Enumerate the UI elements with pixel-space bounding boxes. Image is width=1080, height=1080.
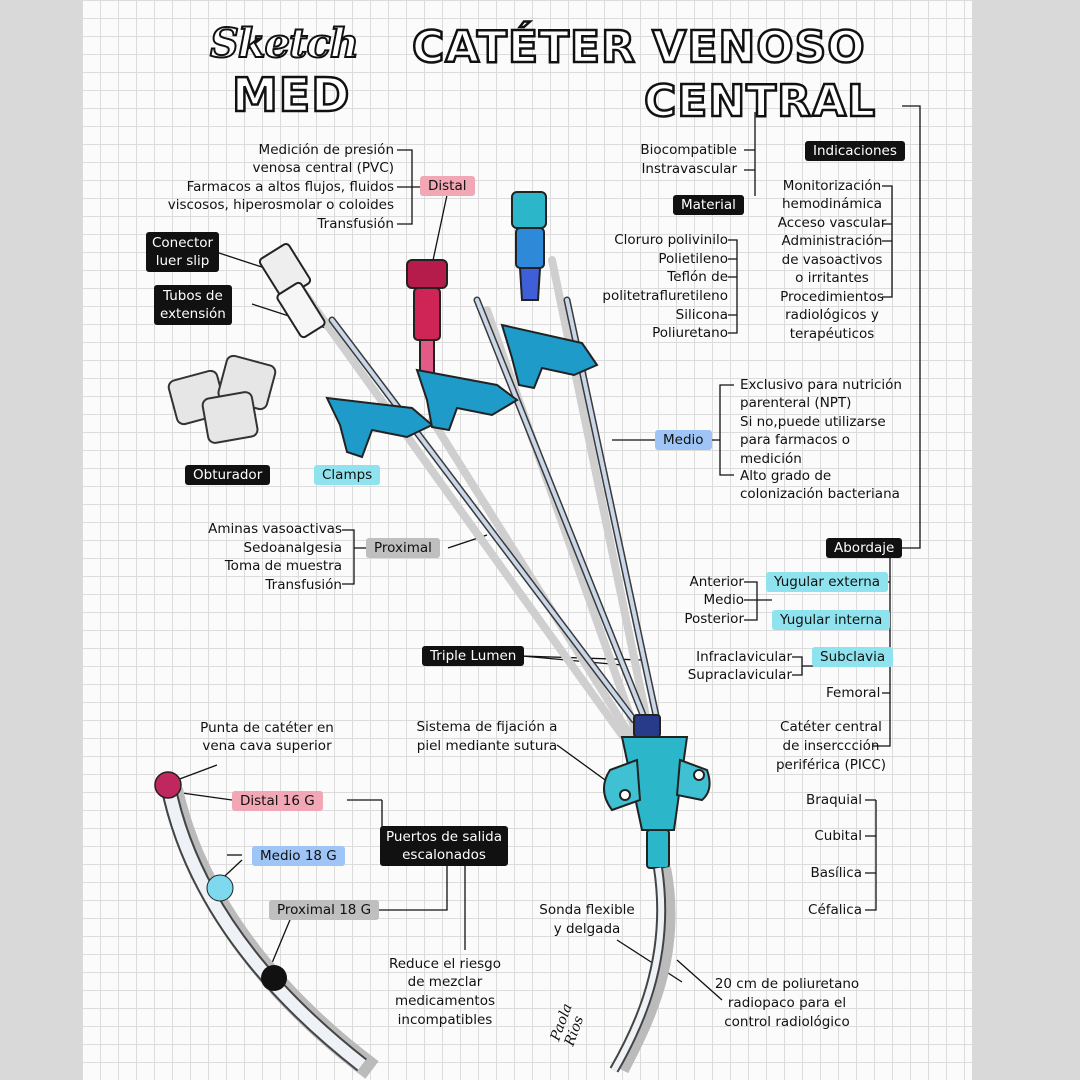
- tubos-label-line: Tubos de: [163, 288, 223, 304]
- picc-sub: Braquial: [806, 792, 862, 808]
- distal-use: Medición de presión: [258, 142, 394, 158]
- reduce-text: medicamentos: [394, 993, 496, 1009]
- reduce-text: Reduce el riesgo: [388, 956, 502, 972]
- yugular-sub: Anterior: [689, 574, 744, 590]
- reduce-text: de mezclar: [407, 974, 483, 990]
- indicacion-item: o irritantes: [795, 270, 869, 286]
- proximal-use: Aminas vasoactivas: [208, 521, 342, 537]
- punta-text: vena cava superior: [202, 738, 332, 754]
- fijacion-text: piel mediante sutura: [416, 738, 558, 754]
- medio-item: colonización bacteriana: [740, 486, 900, 502]
- distal-use: Farmacos a altos flujos, fluidos: [186, 179, 394, 195]
- medio-item: medición: [740, 451, 802, 467]
- medio-item: Alto grado de: [740, 468, 832, 484]
- proximal-label: Proximal: [366, 538, 440, 558]
- material-item: Cloruro polivinilo: [614, 232, 728, 248]
- brand-sketch: Sketch: [209, 19, 360, 68]
- medio-label: Medio: [655, 430, 712, 450]
- indicacion-item: Acceso vascular: [777, 215, 887, 231]
- proximal-port-dot: [261, 965, 287, 991]
- poliuretano-text: 20 cm de poliuretano: [714, 976, 860, 992]
- conector-label: Conector luer slip: [146, 232, 220, 272]
- indicacion-item: radiológicos y: [785, 307, 879, 323]
- indicacion-item: Procedimientos: [780, 289, 884, 305]
- port-medio-label: Medio 18 G: [252, 846, 345, 866]
- indicacion-item: Administración: [781, 233, 883, 249]
- abordaje-label: Abordaje: [826, 538, 903, 558]
- picc-label: Catéter central: [780, 719, 882, 735]
- obturador-label: Obturador: [185, 465, 271, 485]
- fijacion-text: Sistema de fijación a: [416, 719, 558, 735]
- puertos-box-line: Puertos de salida: [386, 829, 503, 845]
- indicacion-item: terapéuticos: [789, 326, 875, 342]
- material-item: politetrafluretileno: [602, 288, 728, 304]
- poliuretano-text: radiopaco para el: [727, 995, 847, 1011]
- sonda-text: Sonda flexible: [539, 902, 635, 918]
- material-item: Poliuretano: [652, 325, 728, 341]
- tubos-label-line: extensión: [160, 306, 226, 322]
- indicacion-item: Monitorización: [782, 178, 882, 194]
- subclavia-sub: Supraclavicular: [687, 667, 792, 683]
- material-item: Silicona: [675, 307, 728, 323]
- picc-sub: Basílica: [810, 865, 862, 881]
- clamps-label: Clamps: [314, 465, 381, 485]
- material-item: Polietileno: [658, 251, 728, 267]
- medio-item: parenteral (NPT): [740, 395, 852, 411]
- infographic-page: Sketch MED CATÉTER VENOSO CENTRAL Medici…: [82, 0, 972, 1080]
- brand-med: MED: [231, 67, 351, 124]
- proximal-use: Toma de muestra: [224, 558, 342, 574]
- indicacion-item: de vasoactivos: [781, 252, 883, 268]
- poliuretano-text: control radiológico: [724, 1014, 850, 1030]
- distal-label: Distal: [420, 176, 475, 196]
- material-item: Teflón de: [667, 269, 728, 285]
- picc-label: de inserccción: [782, 738, 880, 754]
- medio-port-dot: [206, 874, 234, 902]
- reduce-text: incompatibles: [397, 1012, 493, 1028]
- distal-use: Transfusión: [317, 216, 394, 232]
- material-prop: Biocompatible: [640, 142, 737, 158]
- page-title-line2: CENTRAL: [643, 75, 877, 129]
- medio-item: para farmacos o: [740, 432, 850, 448]
- femoral-label: Femoral: [826, 685, 881, 701]
- port-proximal-label: Proximal 18 G: [269, 900, 380, 920]
- proximal-use: Sedoanalgesia: [243, 540, 343, 556]
- material-label: Material: [673, 195, 744, 215]
- distal-use: viscosos, hiperosmolar o coloides: [167, 197, 394, 213]
- conector-label-line: Conector: [152, 235, 214, 251]
- distal-port-dot: [154, 771, 182, 799]
- proximal-use: Transfusión: [265, 577, 342, 593]
- yugular-externa-label: Yugular externa: [766, 572, 889, 592]
- triple-lumen-label: Triple Lumen: [422, 646, 525, 666]
- medio-item: Exclusivo para nutrición: [740, 377, 902, 393]
- page-title-line1: CATÉTER VENOSO: [411, 21, 866, 75]
- tubos-label: Tubos de extensión: [154, 285, 232, 325]
- indicaciones-label: Indicaciones: [805, 141, 905, 161]
- subclavia-label: Subclavia: [812, 647, 894, 667]
- picc-sub: Céfalica: [808, 902, 862, 918]
- picc-sub: Cubital: [814, 828, 862, 844]
- puertos-box-line: escalonados: [402, 847, 486, 863]
- punta-text: Punta de catéter en: [200, 720, 334, 736]
- picc-label: periférica (PICC): [775, 757, 887, 773]
- yugular-interna-label: Yugular interna: [772, 610, 891, 630]
- distal-use: venosa central (PVC): [252, 160, 395, 176]
- sonda-text: y delgada: [553, 921, 621, 937]
- subclavia-sub: Infraclavicular: [696, 649, 792, 665]
- conector-label-line: luer slip: [155, 253, 210, 269]
- yugular-sub: Medio: [703, 592, 744, 608]
- material-prop: Instravascular: [641, 161, 737, 177]
- indicacion-item: hemodinámica: [781, 196, 883, 212]
- yugular-sub: Posterior: [684, 611, 744, 627]
- medio-item: Si no,puede utilizarse: [740, 414, 886, 430]
- puertos-box: Puertos de salida escalonados: [380, 826, 509, 866]
- port-distal-label: Distal 16 G: [232, 791, 323, 811]
